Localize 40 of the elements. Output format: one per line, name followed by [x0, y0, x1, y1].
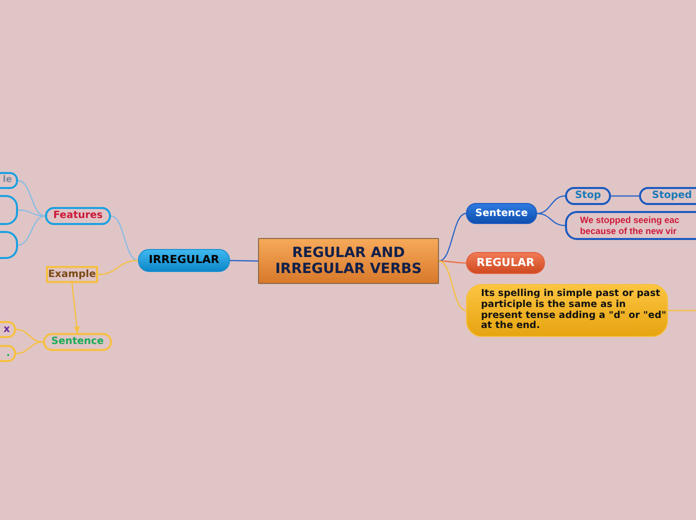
node-label: Stop — [574, 190, 601, 202]
connector-line — [110, 215, 138, 262]
connector-line — [16, 328, 44, 343]
node-label: Example — [48, 268, 96, 280]
connector-line — [18, 209, 46, 217]
connector-line — [18, 180, 46, 217]
connector-line — [98, 260, 138, 276]
node-label: Stoped — [652, 190, 692, 202]
node-label: REGULAR — [476, 256, 534, 270]
node-label: Its spelling in simple past or past participle is the same as in present tense adding a "d" or "ed" at the end. — [481, 288, 667, 332]
connector-line — [536, 195, 566, 214]
node-label: We stopped seeing eac because of the new vir — [580, 215, 680, 236]
topic-box — [138, 249, 230, 272]
node-label: . — [6, 348, 10, 360]
node-label: x — [4, 324, 10, 336]
connector-line — [611, 195, 639, 197]
node-label: Sentence — [475, 208, 528, 220]
subtopic-box — [43, 333, 112, 351]
node-label: IRREGULAR — [148, 254, 220, 267]
subtopic-box — [45, 207, 111, 225]
arrow — [71, 282, 80, 334]
node-label: REGULAR AND IRREGULAR VERBS — [274, 244, 423, 278]
connector-line — [536, 212, 566, 226]
node-label: Sentence — [51, 336, 104, 348]
connector-line — [16, 341, 44, 354]
subtopic-box — [565, 211, 696, 240]
topic-box — [466, 252, 545, 274]
node-label: le — [2, 175, 12, 186]
connector-line — [438, 260, 466, 312]
node-label: Features — [53, 210, 103, 222]
connector-line — [18, 215, 46, 246]
central-topic-box — [258, 238, 439, 284]
connector-line — [438, 212, 466, 262]
connector-line — [668, 310, 696, 312]
topic-box — [466, 203, 537, 224]
subtopic-box — [565, 187, 611, 205]
subtopic-box — [639, 187, 696, 205]
topic-box — [466, 284, 668, 337]
connector-line — [439, 260, 466, 264]
connector-line — [230, 260, 258, 262]
